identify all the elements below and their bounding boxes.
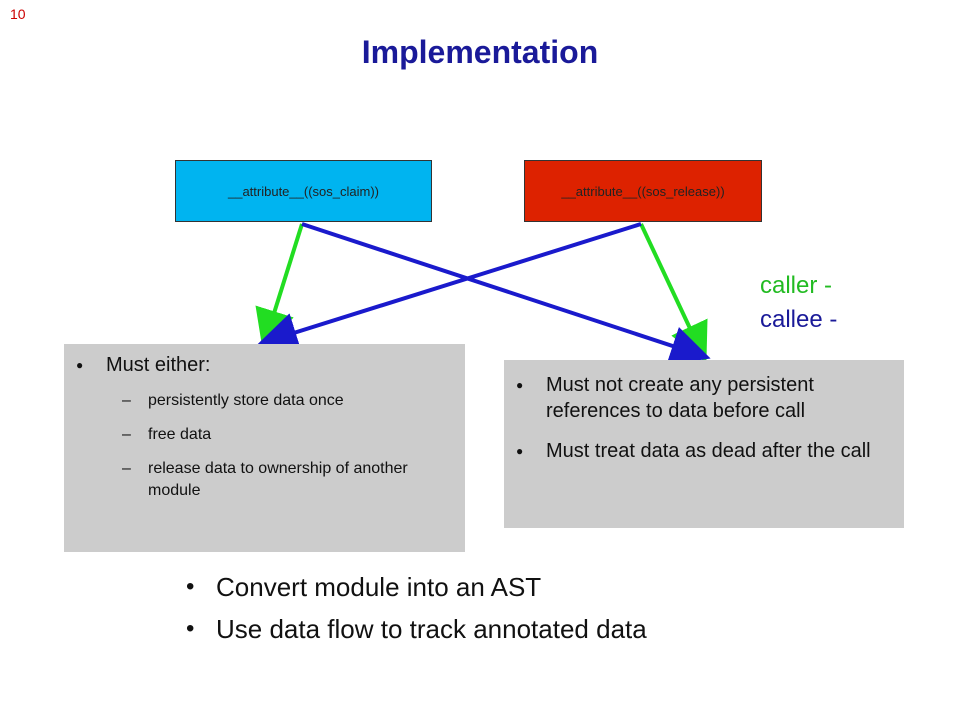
list-item: – release data to ownership of another m… — [76, 458, 453, 502]
bottom-bullet-list: • Convert module into an AST • Use data … — [186, 566, 647, 650]
left-panel-heading-row: ● Must either: — [76, 352, 453, 378]
list-item: • Use data flow to track annotated data — [186, 608, 647, 650]
bullet-dot-icon: ● — [516, 444, 524, 458]
left-panel-item: free data — [148, 426, 212, 443]
bottom-bullet-text: Convert module into an AST — [216, 571, 542, 602]
bullet-dot-icon: ● — [76, 358, 84, 372]
left-panel-item: persistently store data once — [148, 392, 344, 409]
sos-claim-box: __attribute__((sos_claim)) — [175, 160, 432, 222]
left-panel-heading: Must either: — [106, 354, 211, 376]
list-item: ● Must treat data as dead after the call — [516, 438, 892, 464]
slide-number: 10 — [10, 6, 26, 22]
callee-arrow-claim — [301, 222, 711, 365]
dash-icon: – — [122, 426, 131, 443]
bullet-dot-icon: ● — [516, 378, 524, 392]
list-item: – persistently store data once — [76, 390, 453, 412]
dash-icon: – — [122, 460, 131, 477]
callee-requirements-panel: ● Must not create any persistent referen… — [504, 360, 904, 528]
right-panel-item: Must not create any persistent reference… — [546, 374, 814, 422]
bullet-icon: • — [186, 573, 195, 600]
sos-claim-label: __attribute__((sos_claim)) — [227, 183, 379, 199]
dash-icon: – — [122, 392, 131, 409]
list-item: – free data — [76, 424, 453, 446]
right-panel-item: Must treat data as dead after the call — [546, 440, 871, 462]
bottom-bullet-text: Use data flow to track annotated data — [216, 613, 647, 644]
sos-release-box: __attribute__((sos_release)) — [524, 160, 762, 222]
sos-release-label: __attribute__((sos_release)) — [561, 183, 725, 199]
legend-caller: caller - — [760, 272, 833, 299]
bullet-icon: • — [186, 615, 195, 642]
caller-arrow-claim — [255, 223, 304, 350]
list-item: • Convert module into an AST — [186, 566, 647, 608]
caller-requirements-panel: ● Must either: – persistently store data… — [64, 344, 465, 552]
slide-title: Implementation — [361, 34, 599, 70]
caller-arrow-release — [639, 223, 708, 364]
legend-callee: callee - — [760, 306, 838, 333]
list-item: ● Must not create any persistent referen… — [516, 372, 892, 424]
left-panel-item: release data to ownership of another mod… — [148, 460, 408, 499]
callee-arrow-release — [257, 222, 642, 352]
